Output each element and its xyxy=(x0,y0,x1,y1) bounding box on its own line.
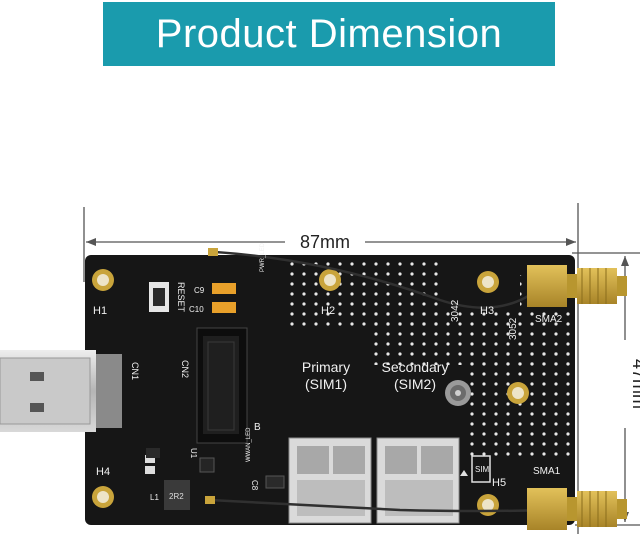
width-label: 87mm xyxy=(300,232,350,252)
label-inductor: 2R2 xyxy=(169,492,184,501)
label-3052: 3052 xyxy=(508,317,519,340)
label-sma2: SMA2 xyxy=(535,314,563,325)
sim-icon xyxy=(460,455,491,483)
label-h5: H5 xyxy=(492,477,506,489)
mounting-hole-h1 xyxy=(92,269,114,291)
label-cn1: CN1 xyxy=(130,362,140,380)
label-sim: SIM xyxy=(475,465,490,474)
sim-slot-1 xyxy=(288,437,372,524)
m2-slot xyxy=(196,327,248,444)
inductor-l1 xyxy=(164,480,190,510)
standoff-screw xyxy=(445,380,471,406)
label-primary: Primary xyxy=(302,359,350,375)
usb-plug xyxy=(0,350,122,432)
label-reset: RESET xyxy=(176,282,186,313)
label-b: B xyxy=(254,422,261,433)
label-3042: 3042 xyxy=(450,299,461,322)
reset-button xyxy=(149,282,169,312)
label-secondary: Secondary xyxy=(382,359,449,375)
width-dimension: 87mm xyxy=(83,203,579,534)
label-c9: C9 xyxy=(194,286,205,295)
sma2-connector xyxy=(527,265,627,307)
label-h1: H1 xyxy=(93,305,107,317)
label-cn2: CN2 xyxy=(180,360,190,378)
label-c10: C10 xyxy=(189,305,204,314)
title-banner: Product Dimension xyxy=(103,2,555,66)
label-pwr-led: PWR_LED xyxy=(260,242,266,272)
mounting-hole-h5 xyxy=(477,494,499,516)
mounting-hole-mid xyxy=(507,382,529,404)
label-l1: L1 xyxy=(150,493,159,502)
label-wwan-led: WWAN_LED xyxy=(246,427,252,462)
capacitor-c9 xyxy=(212,283,236,294)
sim-slot-2 xyxy=(376,437,460,524)
label-c8: C8 xyxy=(250,480,259,491)
mounting-hole-h2 xyxy=(319,269,341,291)
antenna-cable-1 xyxy=(214,250,541,309)
label-u1: U1 xyxy=(189,448,198,459)
height-label: 47mm xyxy=(629,359,640,409)
banner-title: Product Dimension xyxy=(155,11,503,56)
label-sim1: (SIM1) xyxy=(305,376,347,392)
label-h3: H3 xyxy=(480,305,494,317)
label-h4: H4 xyxy=(96,466,110,478)
label-h2: H2 xyxy=(321,305,335,317)
mounting-hole-h4 xyxy=(92,486,114,508)
pcb-board: H1 H2 H3 H4 H5 RESET CN1 CN2 Primary (SI… xyxy=(0,242,627,530)
capacitor-c10 xyxy=(212,302,236,313)
label-sma1: SMA1 xyxy=(533,466,561,477)
sma1-connector xyxy=(527,488,627,530)
mounting-hole-h3 xyxy=(477,271,499,293)
label-sim2: (SIM2) xyxy=(394,376,436,392)
antenna-cable-2 xyxy=(209,498,549,513)
